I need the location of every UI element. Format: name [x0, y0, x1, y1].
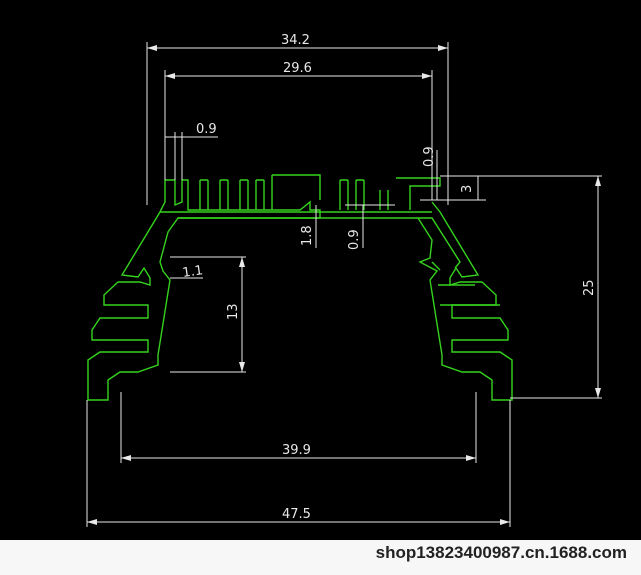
label-39-9: 39.9: [282, 443, 311, 458]
top-fins-left: [199, 174, 321, 210]
profile-left-half: [87, 179, 321, 401]
label-47-5: 47.5: [282, 507, 311, 522]
label-34-2: 34.2: [281, 33, 310, 48]
top-fins-right: [339, 177, 441, 210]
label-3: 3: [460, 185, 475, 193]
base-plate: [160, 211, 461, 269]
dimension-labels: 34.2 29.6 0.9 0.9 3 1.8 0.9 1.1 13 25 39…: [181, 33, 597, 522]
label-13: 13: [226, 303, 241, 320]
right-fin-stubs: [431, 261, 500, 306]
label-0-9-base: 0.9: [347, 229, 362, 250]
heatsink-profile: [87, 174, 513, 401]
label-29-6: 29.6: [283, 61, 312, 76]
dimension-lines: [86, 42, 602, 527]
label-0-9-fin: 0.9: [196, 122, 217, 137]
heatsink-profile-drawing: 34.2 29.6 0.9 0.9 3 1.8 0.9 1.1 13 25 39…: [86, 33, 602, 527]
profile-right-half: [417, 201, 513, 401]
watermark-bar: shop13823400987.cn.1688.com: [0, 540, 641, 575]
label-1-8: 1.8: [300, 225, 315, 246]
label-1-1: 1.1: [181, 263, 204, 281]
label-25: 25: [582, 279, 597, 296]
watermark-text: shop13823400987.cn.1688.com: [375, 543, 627, 562]
label-0-9-right: 0.9: [422, 146, 437, 167]
